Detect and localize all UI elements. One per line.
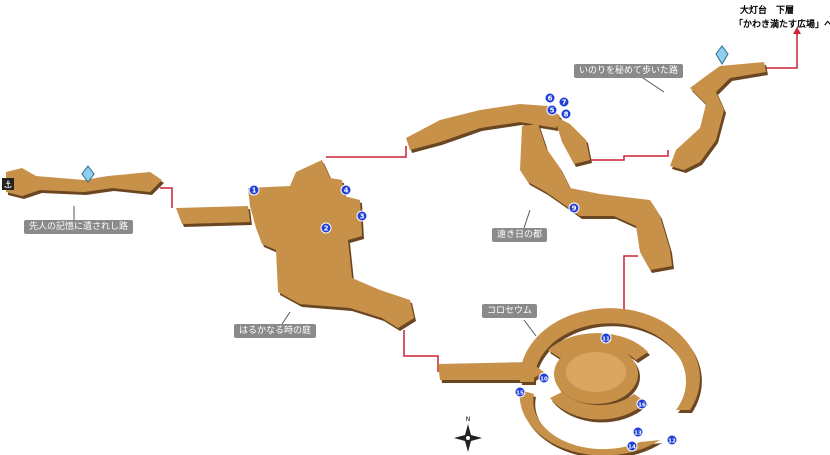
connector-lines xyxy=(160,32,798,372)
svg-text:N: N xyxy=(466,416,471,423)
marker-number: 9 xyxy=(572,205,577,213)
marker-number: 10 xyxy=(540,377,548,383)
connector-line xyxy=(403,330,439,372)
connector-line xyxy=(766,32,798,69)
path-old-capital xyxy=(520,124,672,270)
destination-label: 大灯台 下層 「かわき満たす広場」へ xyxy=(734,4,830,32)
marker-number: 12 xyxy=(668,439,676,445)
crystal-icon[interactable] xyxy=(715,45,729,65)
area-label-colosseum: コロセウム xyxy=(482,304,538,318)
treasure-marker[interactable]: 16 xyxy=(636,398,648,410)
crystal-icon[interactable] xyxy=(81,165,95,183)
marker-number: 1 xyxy=(252,187,257,195)
treasure-marker[interactable]: 7 xyxy=(558,96,570,108)
label-leaders xyxy=(73,75,665,337)
treasure-marker[interactable]: 12 xyxy=(666,434,678,446)
marker-number: 11 xyxy=(602,337,610,343)
treasure-marker[interactable]: 10 xyxy=(538,372,550,384)
anchor-icon[interactable]: ⚓ xyxy=(2,178,14,191)
path-west-corridor xyxy=(6,168,162,196)
path-central-hub xyxy=(248,160,414,328)
marker-number: 6 xyxy=(548,95,553,103)
map-paths xyxy=(6,62,766,455)
marker-number: 8 xyxy=(564,111,569,119)
path-hub-link xyxy=(176,206,250,224)
svg-text:⚓: ⚓ xyxy=(4,180,13,191)
treasure-marker[interactable]: 3 xyxy=(356,210,368,222)
area-label-ancestors-road: 先人の記憶に遺されし路 xyxy=(24,220,134,234)
treasure-marker[interactable]: 9 xyxy=(568,202,580,214)
path-colosseum-approach xyxy=(438,362,544,380)
marker-number: 3 xyxy=(360,213,365,221)
connector-line xyxy=(604,255,638,313)
exit-arrow-icon[interactable] xyxy=(793,27,801,34)
marker-number: 14 xyxy=(628,445,636,451)
treasure-marker[interactable]: 1 xyxy=(248,184,260,196)
path-spur xyxy=(554,116,590,164)
destination-line1: 大灯台 下層 xyxy=(740,6,795,16)
compass-rose-icon: N xyxy=(454,416,482,452)
treasure-marker[interactable]: 2 xyxy=(320,222,332,234)
marker-number: 4 xyxy=(344,187,349,195)
marker-number: 2 xyxy=(324,225,329,233)
treasure-marker[interactable]: 14 xyxy=(626,440,638,452)
destination-line2: 「かわき満たす広場」へ xyxy=(734,20,830,30)
marker-number: 16 xyxy=(638,403,646,409)
treasure-marker[interactable]: 4 xyxy=(340,184,352,196)
connector-line xyxy=(326,146,407,158)
marker-number: 13 xyxy=(634,431,642,437)
marker-number: 5 xyxy=(550,107,555,115)
treasure-marker[interactable]: 5 xyxy=(546,104,558,116)
connector-line xyxy=(588,150,669,161)
connector-line xyxy=(160,187,173,208)
path-north-corridor xyxy=(406,104,560,150)
area-label-distant-garden: はるかなる時の庭 xyxy=(234,324,317,338)
treasure-marker[interactable]: 11 xyxy=(600,332,612,344)
treasure-marker[interactable]: 6 xyxy=(544,92,556,104)
treasure-marker[interactable]: 8 xyxy=(560,108,572,120)
marker-number: 15 xyxy=(516,391,524,397)
marker-number: 7 xyxy=(562,99,567,107)
area-label-old-capital: 遠き日の都 xyxy=(492,228,548,242)
area-label-prayer-road: いのりを秘めて歩いた路 xyxy=(574,64,684,78)
treasure-marker[interactable]: 13 xyxy=(632,426,644,438)
path-northeast xyxy=(670,62,766,170)
treasure-marker[interactable]: 15 xyxy=(514,386,526,398)
